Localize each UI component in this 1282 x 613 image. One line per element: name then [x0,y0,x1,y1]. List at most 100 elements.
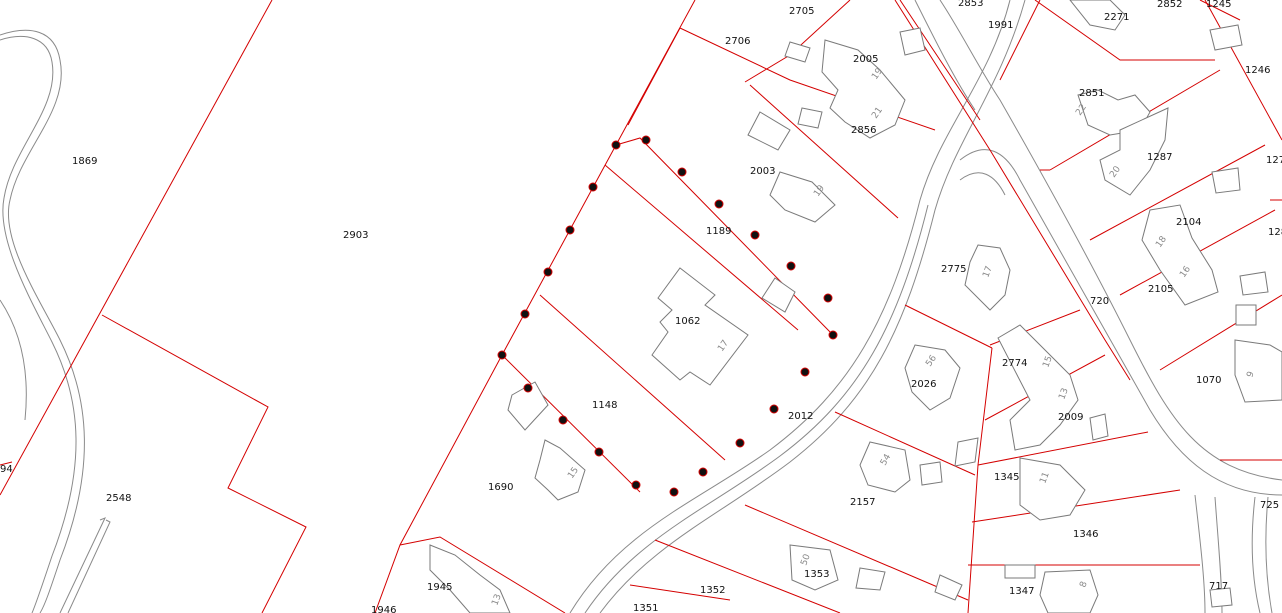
building-1070 [1234,339,1282,403]
vertex [786,261,796,271]
vertex [800,367,810,377]
parcel-label: 1287 [1147,152,1172,163]
building-2026 [904,344,961,411]
building-1353-shed [855,567,886,591]
parcel-label: 128 [1268,227,1282,238]
parcel-label: 2009 [1058,412,1083,423]
parcel-label: 1946 [371,605,396,613]
vertex [520,309,530,319]
vertex [558,415,568,425]
vertex [543,267,553,277]
building-1690 [534,439,586,501]
parcel-label: 2851 [1079,88,1104,99]
building-2009-shed [1089,413,1109,441]
house-number: 13 [490,593,503,607]
house-number: 50 [799,553,812,567]
vertex [698,467,708,477]
building-1062 [651,267,749,386]
building-2105-shed [1239,271,1269,296]
building-1070-shed [1235,304,1257,326]
building-2851 [1077,89,1151,136]
parcel-label: 2548 [106,493,131,504]
parcel-label: 2775 [941,264,966,275]
building-1347 [1039,569,1099,613]
parcel-label: 1245 [1206,0,1231,10]
house-number: 11 [1038,471,1051,485]
parcel-label: 2705 [789,6,814,17]
parcel-label: 717 [1209,581,1228,592]
building-1189-shed [761,277,796,313]
parcel-label: 2774 [1002,358,1027,369]
parcel-label: 720 [1090,296,1109,307]
parcel-label: 127 [1266,155,1282,166]
building-717-shed [1209,587,1233,608]
building-1351-shed [934,574,963,601]
parcel-label: 1352 [700,585,725,596]
building-2026-shed [954,437,979,467]
house-number: 15 [1041,355,1054,369]
vertex [823,293,833,303]
parcel-label: 2853 [958,0,983,9]
building-2706-shed [899,27,926,56]
house-numbers: 17 19 15 21 19 22 20 18 16 17 15 13 56 1… [490,66,1256,607]
parcel-label: 1353 [804,569,829,580]
vertex [677,167,687,177]
building-2271 [1069,0,1126,31]
building-1287-shed [1211,167,1241,194]
vertex [669,487,679,497]
parcel-label: 1062 [675,316,700,327]
parcel-label: 2706 [725,36,750,47]
vertex [714,199,724,209]
building-2774 [997,324,1079,451]
house-number: 17 [981,265,994,279]
house-number: 13 [1057,387,1070,401]
parcel-label: 1346 [1073,529,1098,540]
building-1353 [789,544,839,591]
parcel-label: 1246 [1245,65,1270,76]
vertex [588,182,598,192]
building-2104 [1141,204,1219,306]
vertex [735,438,745,448]
building-1246-shed [1209,24,1243,51]
house-number: 8 [1078,580,1089,589]
parcel-label: 1189 [706,226,731,237]
parcel-label: 2903 [343,230,368,241]
building-1945 [429,544,511,613]
building-2157-shed [919,461,943,486]
building-2157 [859,441,911,493]
building-2775 [964,244,1011,311]
house-number: 9 [1245,370,1256,379]
parcel-label: 2105 [1148,284,1173,295]
vertex [497,350,507,360]
vertex [611,140,621,150]
parcel-label: 1690 [488,482,513,493]
vertex [641,135,651,145]
parcel-label: 1945 [427,582,452,593]
parcel-label: 2856 [851,125,876,136]
parcel-label: 2852 [1157,0,1182,10]
parcel-label: 1991 [988,20,1013,31]
building-1287 [1099,107,1169,196]
vertex [594,447,604,457]
parcel-label: 1869 [72,156,97,167]
vertex [750,230,760,240]
parcel-label: 1351 [633,603,658,613]
parcel-label: 2012 [788,411,813,422]
vertex [523,383,533,393]
building-2705 [784,41,811,63]
building-2005-shed [797,107,823,129]
building-2005 [821,39,906,139]
parcel-label: 2104 [1176,217,1201,228]
building-1345 [1019,457,1086,521]
vertex [565,225,575,235]
buildings [429,0,1282,613]
parcel-label: 2271 [1104,12,1129,23]
parcel-label: 1345 [994,472,1019,483]
parcel-label: 2005 [853,54,878,65]
building-1347-shed [1004,564,1036,579]
parcel-label: 94 [0,464,13,475]
selected-parcel-vertices[interactable] [497,135,838,497]
